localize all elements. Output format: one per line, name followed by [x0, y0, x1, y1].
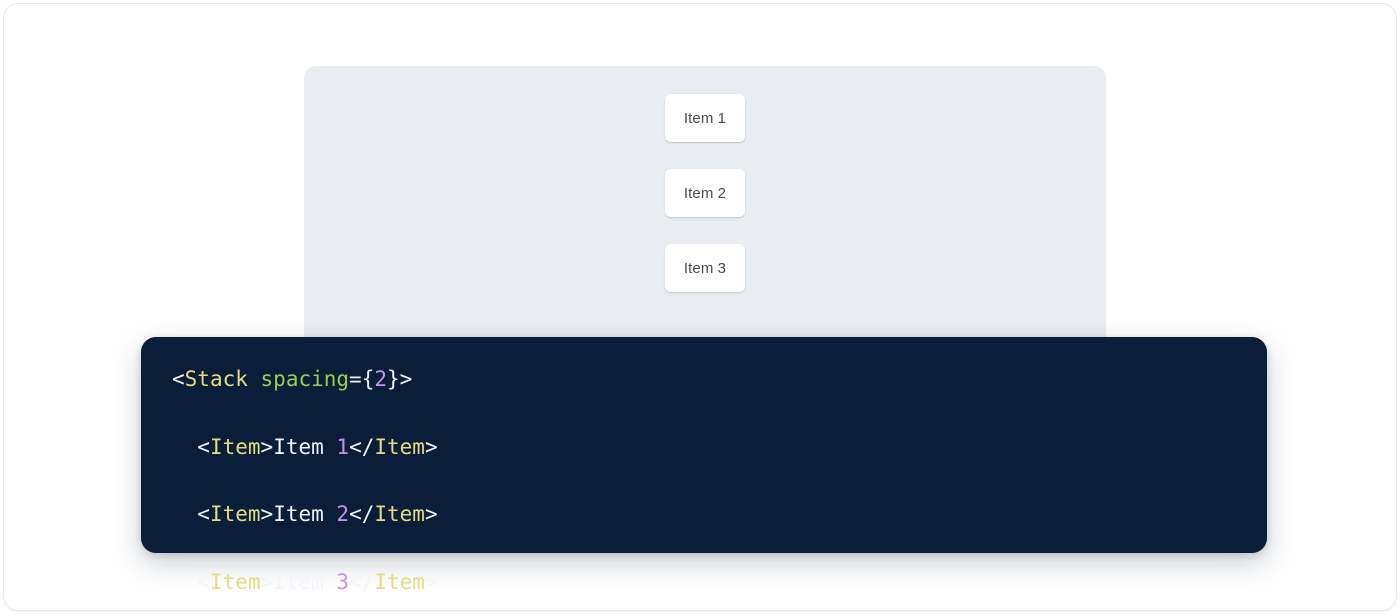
- code-token-punctuation: </: [349, 569, 375, 594]
- code-token-tag: Item: [374, 434, 425, 459]
- code-token-number: 2: [336, 502, 350, 527]
- code-token-punctuation: }>: [387, 367, 413, 391]
- code-token-punctuation: <: [197, 502, 210, 527]
- code-line: <Item>Item 3</Item>: [172, 566, 1267, 600]
- code-token-punctuation: ={: [349, 367, 375, 391]
- code-token-punctuation: >: [424, 434, 438, 459]
- stack-container: Item 1 Item 2 Item 3: [304, 66, 1106, 292]
- code-token-number: 3: [336, 569, 350, 594]
- code-token-punctuation: </: [349, 502, 375, 527]
- code-token-punctuation: <: [197, 569, 210, 594]
- code-token-punctuation: >: [260, 569, 274, 594]
- code-token-punctuation: <: [172, 367, 185, 391]
- code-token-tag: Item: [209, 569, 261, 594]
- stack-item[interactable]: Item 3: [665, 244, 745, 292]
- code-token-punctuation: [248, 367, 261, 391]
- code-token-text: Item: [273, 502, 337, 527]
- stack-item[interactable]: Item 2: [665, 169, 745, 217]
- code-token-punctuation: >: [260, 434, 274, 459]
- code-line: <Stack spacing={2}>: [172, 363, 1267, 397]
- stack-preview-panel: Item 1 Item 2 Item 3: [304, 66, 1106, 356]
- code-token-punctuation: >: [424, 569, 438, 594]
- stack-item-label: Item 2: [683, 184, 727, 202]
- code-token-punctuation: >: [260, 502, 274, 527]
- code-token-tag: Item: [209, 434, 261, 459]
- code-indent: [172, 570, 197, 594]
- code-token-number: 2: [374, 367, 387, 391]
- code-token-attribute: spacing: [260, 367, 350, 391]
- code-token-tag: Item: [374, 569, 425, 594]
- code-token-punctuation: >: [424, 502, 438, 527]
- stack-item-label: Item 1: [683, 109, 727, 127]
- code-token-text: Item: [273, 434, 337, 459]
- code-indent: [172, 435, 197, 459]
- code-token-number: 1: [336, 434, 350, 459]
- code-token-tag: Item: [374, 502, 425, 527]
- code-snippet-block[interactable]: <Stack spacing={2}> <Item>Item 1</Item> …: [141, 337, 1267, 594]
- code-token-text: Item: [273, 569, 337, 594]
- code-indent: [172, 502, 197, 526]
- code-token-punctuation: </: [349, 434, 375, 459]
- code-token-tag: Item: [209, 502, 261, 527]
- code-token-punctuation: <: [197, 434, 210, 459]
- stack-item[interactable]: Item 1: [665, 94, 745, 142]
- code-line: <Item>Item 1</Item>: [172, 431, 1267, 465]
- code-line: <Item>Item 2</Item>: [172, 498, 1267, 532]
- stack-item-label: Item 3: [683, 259, 727, 277]
- code-token-tag: Stack: [184, 367, 248, 391]
